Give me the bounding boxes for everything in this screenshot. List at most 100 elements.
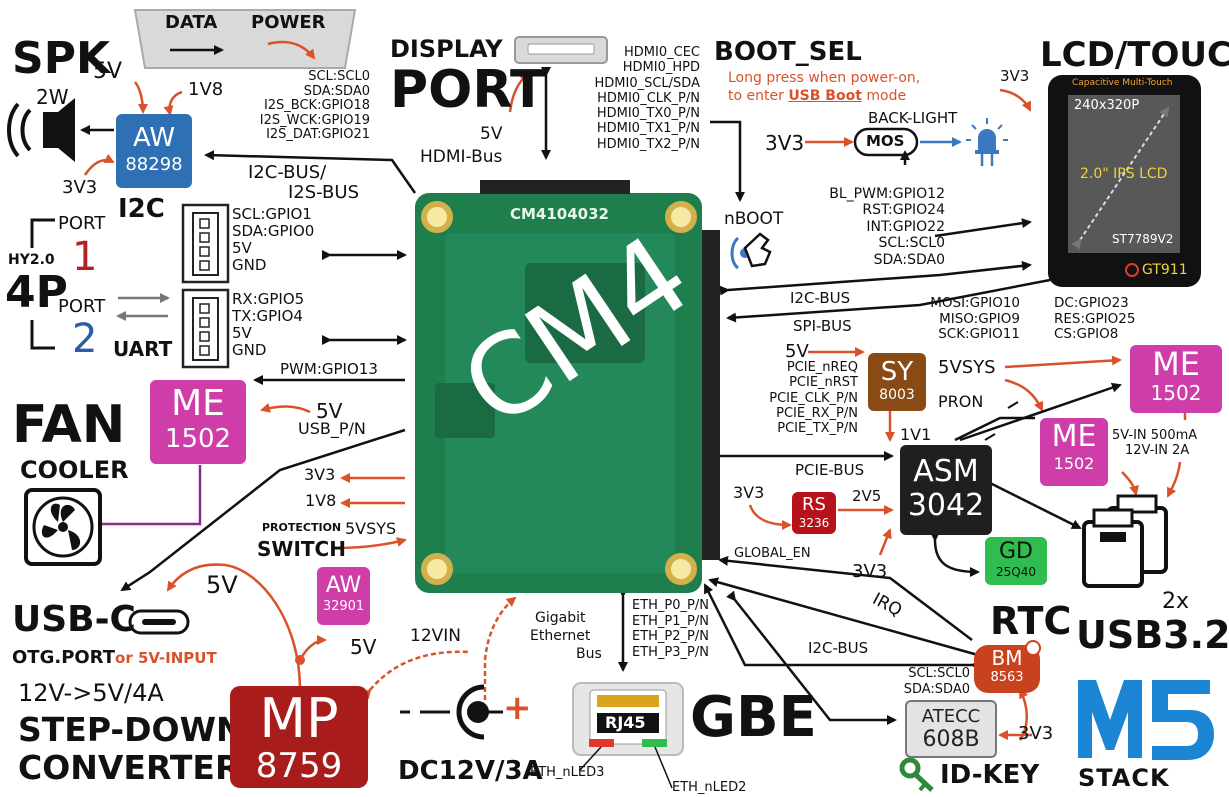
atecc-name: ATECC bbox=[921, 706, 981, 727]
rs-3v3-label: 3V3 bbox=[733, 483, 765, 502]
dc-jack-icon bbox=[400, 684, 503, 740]
port1-pin: SDA:GPIO0 bbox=[232, 222, 315, 240]
mp-5v-label: 5V bbox=[206, 571, 238, 599]
mp8759-chip: MP 8759 bbox=[230, 686, 368, 788]
eth-led2-label: ETH_nLED2 bbox=[672, 780, 747, 795]
usb-pn-label: USB_P/N bbox=[298, 419, 366, 438]
rs3236-chip: RS 3236 bbox=[792, 492, 836, 534]
hdmi-pin: HDMI0_TX1_P/N bbox=[596, 121, 700, 137]
boot-button-icon bbox=[730, 232, 772, 270]
boot-note-line2: to enter USB Boot mode bbox=[728, 88, 906, 104]
usb-boot-emphasis: USB Boot bbox=[788, 88, 862, 104]
bm8563-number: 8563 bbox=[990, 670, 1024, 685]
rail-3v3-label: 3V3 bbox=[304, 465, 336, 484]
asm3042-chip: ASM 3042 bbox=[900, 445, 992, 535]
speaker-pin: I2S_WCK:GPIO19 bbox=[259, 112, 370, 128]
spk-1v8-label: 1V8 bbox=[188, 79, 224, 100]
2v5-label: 2V5 bbox=[852, 487, 882, 505]
aw32901-chip: AW 32901 bbox=[317, 567, 370, 625]
aw88298-name: AW bbox=[132, 123, 176, 153]
rtc-pin-list: SCL:SCL0 SDA:SDA0 bbox=[860, 666, 970, 697]
aw88298-number: 88298 bbox=[125, 154, 183, 175]
bm8563-name: BM bbox=[991, 646, 1023, 670]
lcd-cap-label: Capacitive Multi-Touch bbox=[1072, 78, 1173, 88]
sy8003-number: 8003 bbox=[879, 387, 915, 403]
port2-pin: TX:GPIO4 bbox=[232, 307, 303, 325]
mp8759-name: MP bbox=[259, 687, 339, 750]
pwm-gpio-label: PWM:GPIO13 bbox=[280, 360, 378, 378]
or-5v-input-text: or 5V-INPUT bbox=[115, 649, 217, 667]
hdmi-pin: HDMI0_CLK_P/N bbox=[597, 90, 700, 106]
stepdown-title: STEP-DOWN bbox=[18, 710, 244, 749]
pcie-pin: PCIE_TX_P/N bbox=[777, 421, 858, 437]
port2-pin: GND bbox=[232, 341, 267, 359]
boot-note-line1: Long press when power-on, bbox=[728, 70, 921, 86]
1v1-label: 1V1 bbox=[900, 425, 932, 444]
hdmi-pin: HDMI0_TX2_P/N bbox=[596, 136, 700, 152]
hdmi-pin-list: HDMI0_CEC HDMI0_HPD HDMI0_SCL/SDA HDMI0_… bbox=[540, 45, 701, 152]
hy20-label: HY2.0 bbox=[8, 252, 55, 268]
pcie-pin: PCIE_CLK_P/N bbox=[769, 390, 858, 406]
boot-note-prefix: to enter bbox=[728, 88, 789, 104]
spk-title: SPK bbox=[12, 33, 111, 84]
port1-pin: 5V bbox=[232, 239, 252, 257]
m5stack-logo-text: STACK bbox=[1078, 764, 1170, 792]
usb3-count: 2x bbox=[1162, 589, 1190, 614]
lcd-i2c-bus-label: I2C-BUS bbox=[790, 289, 851, 307]
spi-pin: DC:GPIO23 bbox=[1054, 295, 1129, 311]
port2-label: PORT bbox=[58, 296, 106, 317]
clock-icon bbox=[1025, 640, 1041, 656]
hdmi-pin: HDMI0_SCL/SDA bbox=[594, 75, 701, 91]
usb3-icon bbox=[1082, 494, 1168, 588]
cm4-module: CM4104032 CM4 bbox=[415, 193, 702, 593]
lcd-pin: SCL:SCL0 bbox=[878, 235, 945, 252]
port2-number: 2 bbox=[72, 316, 98, 362]
pcie-pin: PCIE_nREQ bbox=[786, 360, 858, 375]
sy8003-name: SY bbox=[880, 357, 914, 387]
asm3042-name: ASM bbox=[913, 454, 979, 489]
mount-hole bbox=[421, 553, 453, 585]
cm4-side-connector bbox=[702, 230, 720, 560]
gd25q40-number: 25Q40 bbox=[996, 565, 1036, 579]
atecc-number: 608B bbox=[922, 727, 980, 752]
port2-pin: RX:GPIO5 bbox=[232, 290, 305, 308]
eth-led3-label: ETH_nLED3 bbox=[530, 765, 605, 780]
spi-pin: RES:GPIO25 bbox=[1054, 310, 1136, 327]
lcd-title: LCD/TOUCH bbox=[1040, 35, 1229, 75]
global-en-label: GLOBAL_EN bbox=[734, 546, 811, 561]
rail-1v8-label: 1V8 bbox=[305, 491, 337, 510]
converter-title: CONVERTER bbox=[18, 748, 241, 787]
rtc-i2c-bus-label: I2C-BUS bbox=[808, 639, 869, 657]
mount-hole bbox=[665, 201, 697, 233]
pron-label: PRON bbox=[938, 392, 984, 411]
spk-3v3-label: 3V3 bbox=[62, 177, 98, 198]
cooler-title: COOLER bbox=[20, 456, 129, 484]
pcie-pin: PCIE_RX_P/N bbox=[776, 405, 858, 421]
eth-pin: ETH_P2_P/N bbox=[632, 629, 709, 644]
fan-icon bbox=[24, 488, 102, 566]
rtc-pin: SCL:SCL0 bbox=[908, 666, 970, 681]
aw88298-chip: AW 88298 bbox=[116, 114, 192, 188]
key-icon bbox=[899, 757, 934, 792]
lcd-size: 2.0" IPS LCD bbox=[1080, 166, 1168, 182]
eth-pin: ETH_P1_P/N bbox=[632, 613, 709, 629]
fan-5v-label: 5V bbox=[316, 399, 343, 423]
eth-pin-list: ETH_P0_P/N ETH_P1_P/N ETH_P2_P/N ETH_P3_… bbox=[632, 598, 709, 660]
data-power-box bbox=[133, 9, 357, 69]
me1502-fan-chip: ME 1502 bbox=[150, 380, 246, 464]
uart-title: UART bbox=[113, 337, 173, 361]
me1502-usb-a-chip: ME 1502 bbox=[1130, 345, 1222, 413]
5vsys-label: 5VSYS bbox=[938, 357, 996, 378]
rtc-title: RTC bbox=[990, 599, 1072, 643]
usb-input-spec-1: 5V-IN 500mA bbox=[1112, 428, 1198, 443]
gd25q40-chip: GD 25Q40 bbox=[985, 537, 1047, 585]
asm3042-number: 3042 bbox=[907, 488, 985, 523]
spk-5v-label: 5V bbox=[93, 59, 123, 84]
spk-2w-label: 2W bbox=[36, 85, 69, 109]
spi-pin: MISO:GPIO9 bbox=[939, 310, 1020, 327]
lcd-driver: ST7789V2 bbox=[1112, 232, 1174, 246]
eth-pin: ETH_P0_P/N bbox=[632, 598, 709, 613]
led-icon bbox=[966, 118, 1008, 166]
hdmi-pin: HDMI0_HPD bbox=[622, 60, 700, 76]
me1502-b-number: 1502 bbox=[1053, 454, 1095, 473]
